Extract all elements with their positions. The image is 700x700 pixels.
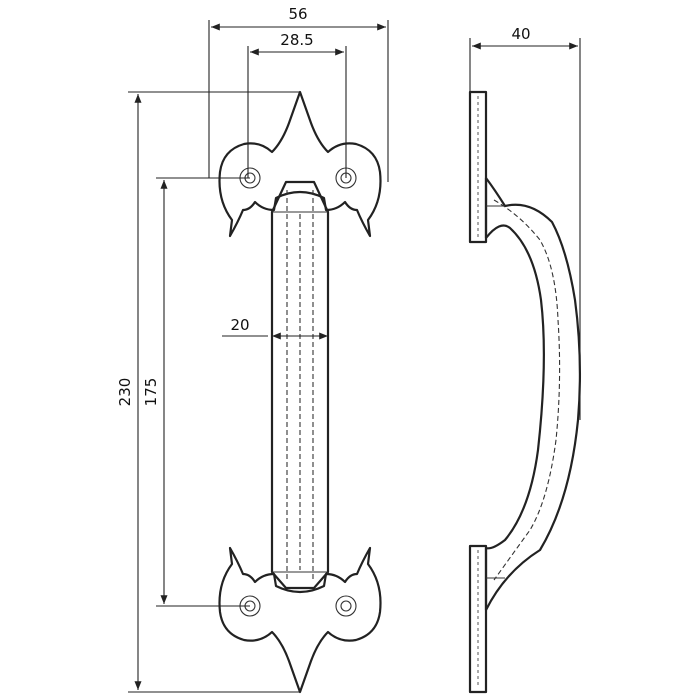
- dimension-overall-length: 230: [116, 91, 300, 693]
- dim-label-28-5: 28.5: [280, 31, 313, 49]
- dim-label-56: 56: [288, 5, 307, 23]
- dim-label-175: 175: [142, 378, 160, 407]
- side-view: [468, 90, 582, 694]
- dim-label-40: 40: [511, 25, 530, 43]
- screw-hole-bottom-right: [335, 595, 357, 617]
- top-backplate: [218, 90, 382, 238]
- bottom-backplate: [218, 546, 382, 694]
- dimension-projection: 40: [469, 25, 581, 420]
- side-handle-arm: [484, 176, 582, 612]
- dimension-width-outer: 56: [208, 5, 389, 182]
- dimension-hole-spacing: 28.5: [247, 31, 347, 178]
- side-bottom-plate: [468, 544, 488, 694]
- dimension-bar-width: 20: [222, 316, 328, 340]
- grip-bar: [270, 180, 330, 590]
- dimension-hole-centers: 175: [142, 177, 250, 607]
- front-view: [218, 90, 382, 694]
- dim-label-230: 230: [116, 378, 134, 407]
- side-top-plate: [468, 90, 488, 244]
- dim-label-20: 20: [230, 316, 249, 334]
